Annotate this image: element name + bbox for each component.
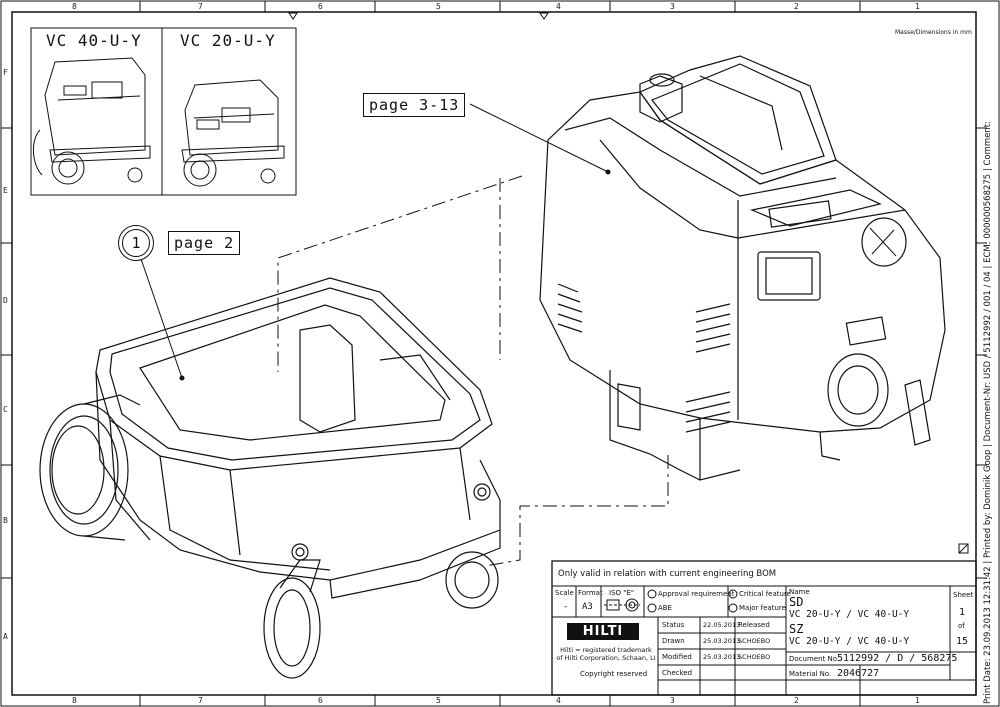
checked-label: Checked [662, 669, 693, 677]
variant-inset [30, 27, 297, 196]
zone-side-d: D [3, 296, 8, 305]
title-block-grid [551, 543, 977, 696]
zone-top-3: 3 [670, 2, 675, 11]
copyright-note: Copyright reserved [580, 670, 648, 678]
zone-top-8: 8 [72, 2, 77, 11]
item-number: 1 [122, 229, 150, 257]
zone-bottom-5: 5 [436, 696, 441, 705]
material-no-label: Material No. [789, 670, 832, 678]
trademark-line-1: Hilti = registered trademark [560, 646, 652, 654]
page-reference-lower: page 2 [168, 231, 241, 255]
zone-bottom-1: 1 [915, 696, 920, 705]
sd-value: VC 20-U-Y / VC 40-U-Y [789, 609, 910, 620]
drawn-date: 25.03.2013 [703, 637, 741, 645]
zone-top-1: 1 [915, 2, 920, 11]
status-label: Status [662, 621, 685, 629]
format-value: A3 [582, 602, 593, 612]
zone-top-6: 6 [318, 2, 323, 11]
hilti-logo: HILTI [567, 623, 639, 640]
zone-bottom-4: 4 [556, 696, 561, 705]
zone-side-a: A [3, 632, 8, 641]
zone-top-2: 2 [794, 2, 799, 11]
sheet-value: 1 [959, 607, 966, 618]
status-date: 22.05.2013 [703, 621, 741, 629]
modified-by: SCHOEBO [738, 653, 771, 661]
sz-value: VC 20-U-Y / VC 40-U-Y [789, 636, 910, 647]
format-label: Format [578, 589, 603, 597]
sd-label: SD [789, 595, 804, 609]
approval-requirement: Approval requirement [658, 590, 735, 598]
zone-side-f: F [3, 68, 8, 77]
zone-bottom-6: 6 [318, 696, 323, 705]
zone-side-c: C [3, 405, 8, 414]
zone-bottom-3: 3 [670, 696, 675, 705]
sheet-of-label: of [958, 622, 965, 630]
zone-top-7: 7 [198, 2, 203, 11]
status-value: Released [738, 621, 770, 629]
document-no-label: Document No. [789, 655, 840, 663]
zone-side-e: E [3, 186, 8, 195]
assembly-guide-lines [277, 175, 669, 567]
name-label: Name [789, 588, 810, 596]
trademark-note: Hilti = registered trademark of Hilti Co… [556, 646, 656, 662]
print-info: Print Date: 23.09.2013 12:31:42 | Printe… [983, 121, 993, 704]
zone-side-b: B [3, 516, 8, 525]
validity-note: Only valid in relation with current engi… [558, 569, 777, 579]
callout-leaders [139, 103, 611, 381]
iso-label: ISO "E" [609, 589, 635, 597]
sz-label: SZ [789, 622, 804, 636]
document-no-value: 5112992 / D / 568275 [837, 653, 958, 664]
trademark-line-2: of Hilti Corporation, Schaan, LI [556, 654, 656, 662]
motor-head-drawing [539, 55, 946, 481]
major-feature: Major feature [739, 604, 786, 612]
drawn-label: Drawn [662, 637, 685, 645]
zone-top-4: 4 [556, 2, 561, 11]
critical-feature: Critical feature [739, 590, 791, 598]
zone-top-5: 5 [436, 2, 441, 11]
sheet-total: 15 [956, 636, 969, 647]
zone-bottom-2: 2 [794, 696, 799, 705]
variant-label-vc20: VC 20-U-Y [180, 31, 276, 50]
item-balloon: 1 [118, 225, 154, 261]
drawn-by: SCHOEBO [738, 637, 771, 645]
scale-label: Scale [555, 589, 574, 597]
page-reference-upper: page 3-13 [363, 93, 466, 117]
units-note: Masse/Dimensions in mm [895, 29, 972, 36]
modified-date: 25.03.2013 [703, 653, 741, 661]
modified-label: Modified [662, 653, 692, 661]
variant-label-vc40: VC 40-U-Y [46, 31, 142, 50]
material-no-value: 2046727 [837, 668, 880, 679]
abe-label: ABE [658, 604, 673, 612]
sheet-label: Sheet [953, 591, 974, 599]
zone-bottom-7: 7 [198, 696, 203, 705]
container-drawing [39, 277, 501, 679]
zone-bottom-8: 8 [72, 696, 77, 705]
scale-value: - [563, 602, 569, 612]
